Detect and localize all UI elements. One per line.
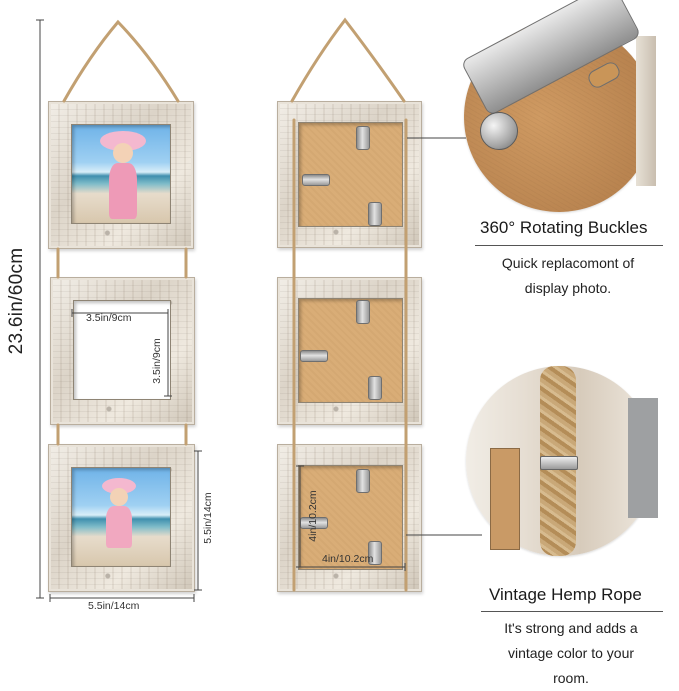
feature-divider — [475, 245, 663, 246]
photo-girl-sitting — [71, 467, 171, 567]
backboard-edge — [490, 448, 520, 550]
overall-height-label: 23.6in/60cm — [6, 247, 27, 355]
clip-closeup — [540, 456, 578, 470]
window-width-label: 3.5in/9cm — [86, 312, 132, 324]
rotating-buckle — [368, 202, 382, 226]
desc-line: It's strong and adds a — [504, 620, 638, 636]
front-frame-bottom — [48, 444, 195, 592]
rotating-buckle — [356, 300, 370, 324]
window-height-label: 3.5in/9cm — [151, 338, 163, 384]
desc-line: vintage color to your — [507, 645, 635, 661]
rotating-buckle — [356, 469, 370, 493]
back-width-label: 4in/10.2cm — [322, 553, 374, 565]
back-frame-bottom — [277, 444, 422, 592]
desc-line: room. — [553, 670, 589, 686]
rotating-rivet-icon — [480, 112, 518, 150]
feature-title-rope: Vintage Hemp Rope — [489, 585, 642, 604]
child-figure — [96, 476, 144, 564]
rotating-buckle — [368, 376, 382, 400]
frame-edge — [636, 36, 656, 186]
frame-width-label: 5.5in/14cm — [88, 600, 140, 612]
child-figure — [100, 129, 146, 223]
rotating-buckle — [356, 126, 370, 150]
desc-line: display photo. — [524, 280, 612, 296]
shadow-edge — [628, 398, 658, 518]
back-frame-middle — [277, 277, 422, 425]
back-height-label: 4in/10.2cm — [307, 490, 319, 542]
front-frame-middle — [50, 277, 195, 425]
photo-girl-pink-hat — [71, 124, 171, 224]
rotating-buckle — [300, 350, 328, 362]
feature-divider — [481, 611, 663, 612]
rotating-buckle — [302, 174, 330, 186]
front-frame-top — [48, 101, 194, 249]
back-frame-top — [277, 101, 422, 248]
feature-desc-rope: It's strong and adds a vintage color to … — [470, 616, 672, 691]
desc-line: Quick replacomont of — [501, 255, 635, 271]
feature-title-buckles: 360° Rotating Buckles — [480, 218, 648, 237]
frame-height-label: 5.5in/14cm — [202, 492, 214, 544]
feature-desc-buckles: Quick replacomont of display photo. — [468, 251, 668, 301]
